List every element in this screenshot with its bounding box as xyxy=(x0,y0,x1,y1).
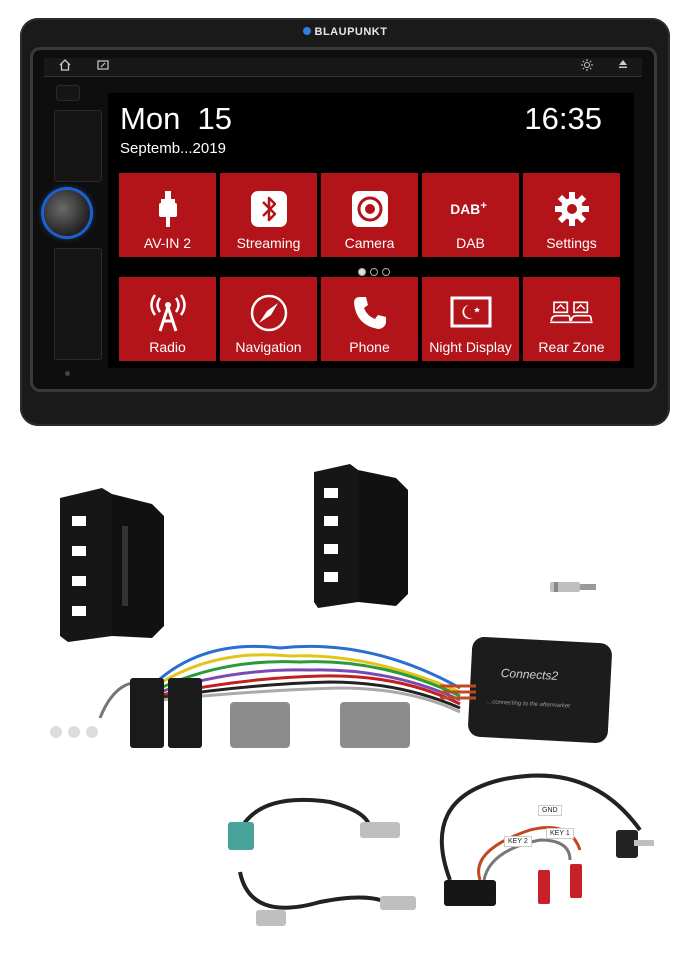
home-button[interactable] xyxy=(58,58,72,75)
tile-label: DAB xyxy=(456,235,485,251)
tile-label: Streaming xyxy=(236,235,301,251)
tile-radio[interactable]: Radio xyxy=(119,277,216,361)
brand-logo: BLAUPUNKT xyxy=(20,26,670,38)
date-day: Mon 15 xyxy=(120,101,233,136)
side-panel-lower xyxy=(54,248,102,360)
rear-zone-icon xyxy=(549,291,594,335)
svg-text:DAB: DAB xyxy=(450,201,480,217)
tile-night-display[interactable]: Night Display xyxy=(422,277,519,361)
tile-dab[interactable]: DAB+ DAB xyxy=(422,173,519,257)
tile-label: Phone xyxy=(349,339,390,355)
top-strip xyxy=(44,58,642,77)
tile-label: Settings xyxy=(546,235,597,251)
tile-phone[interactable]: Phone xyxy=(321,277,418,361)
tile-settings[interactable]: Settings xyxy=(523,173,620,257)
wire-tag-key-1: KEY 1 xyxy=(546,828,574,839)
tile-label: Camera xyxy=(344,235,395,251)
tile-label: Radio xyxy=(149,339,186,355)
steering-interface-label: Connects2 xyxy=(500,665,559,683)
phone-icon xyxy=(348,291,392,335)
steering-control-cables xyxy=(439,773,654,906)
screen-icon xyxy=(97,60,109,70)
mic-hole xyxy=(65,371,70,376)
tile-navigation[interactable]: Navigation xyxy=(220,277,317,361)
tile-label: Navigation xyxy=(235,339,302,355)
mounting-bracket-left xyxy=(60,488,164,642)
tile-camera[interactable]: Camera xyxy=(321,173,418,257)
eject-button[interactable] xyxy=(617,58,629,73)
bluetooth-icon xyxy=(247,187,291,231)
dab-plus-icon: DAB+ xyxy=(449,187,493,231)
menu-button[interactable] xyxy=(56,85,80,101)
tile-label: AV-IN 2 xyxy=(143,235,192,251)
iso-harness xyxy=(50,644,461,748)
page-indicator[interactable] xyxy=(356,263,392,281)
screen-off-button[interactable] xyxy=(96,58,110,75)
tile-label: Rear Zone xyxy=(538,339,605,355)
brand-text: BLAUPUNKT xyxy=(314,26,388,38)
page-dot-active[interactable] xyxy=(358,268,366,276)
steering-interface-box: Connects2 ...connecting to the aftermark… xyxy=(467,636,613,744)
svg-text:+: + xyxy=(480,200,487,212)
wire-tag-gnd: GND xyxy=(538,805,562,816)
mounting-bracket-right xyxy=(314,464,408,608)
side-panel-upper xyxy=(54,110,102,182)
moon-display-icon xyxy=(449,291,493,335)
sun-icon xyxy=(581,59,593,71)
touch-screen: Mon 15 Septemb...2019 16:35 AV-IN 2 Stre… xyxy=(108,93,634,368)
brightness-button[interactable] xyxy=(580,58,594,75)
brand-dot-icon xyxy=(302,27,311,36)
eject-icon xyxy=(619,60,627,68)
wire-tag-key-2: KEY 2 xyxy=(504,836,532,847)
av-in-plug-icon xyxy=(146,187,190,231)
tile-streaming[interactable]: Streaming xyxy=(220,173,317,257)
antenna-adapter xyxy=(550,582,596,592)
antenna-cables xyxy=(228,797,416,926)
gear-icon xyxy=(550,187,594,231)
tile-av-in-2[interactable]: AV-IN 2 xyxy=(119,173,216,257)
home-icon xyxy=(59,59,71,71)
radio-tower-icon xyxy=(146,291,190,335)
clock: 16:35 xyxy=(524,101,602,136)
camera-icon xyxy=(348,187,392,231)
interface-cable-stub xyxy=(440,684,476,700)
volume-knob[interactable] xyxy=(44,190,90,236)
tile-rear-zone[interactable]: Rear Zone xyxy=(523,277,620,361)
compass-icon xyxy=(247,291,291,335)
tile-label: Night Display xyxy=(429,339,512,355)
date-month-year: Septemb...2019 xyxy=(120,140,226,157)
page-dot[interactable] xyxy=(382,268,390,276)
steering-interface-tagline: ...connecting to the aftermarket xyxy=(487,699,571,710)
page-dot[interactable] xyxy=(370,268,378,276)
